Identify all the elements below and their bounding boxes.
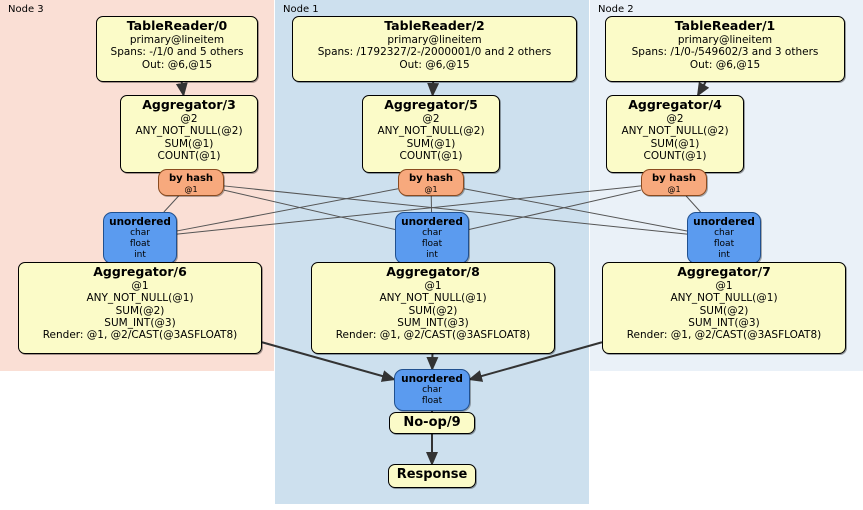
- node-title: TableReader/0: [126, 18, 228, 33]
- node-title: TableReader/1: [674, 18, 776, 33]
- node-line-2: SUM(@2): [115, 304, 165, 317]
- node-line-0: char: [714, 228, 734, 239]
- node-line-2: SUM(@1): [164, 137, 214, 150]
- panel-node3-label: Node 3: [8, 4, 44, 15]
- node-line-2: int: [718, 249, 730, 260]
- node-title: unordered: [401, 216, 463, 228]
- node-line-1: Spans: /1792327/2-/2000001/0 and 2 other…: [317, 46, 552, 59]
- node-line-4: Render: @1, @2/CAST(@3ASFLOAT8): [42, 329, 238, 342]
- node-line-2: SUM(@2): [408, 304, 458, 317]
- node-line-2: SUM(@1): [406, 137, 456, 150]
- node-title: unordered: [693, 216, 755, 228]
- node-line-2: SUM(@2): [699, 304, 749, 317]
- node-line-0: @1: [424, 184, 438, 194]
- node-byhash-center[interactable]: by hash@1: [398, 169, 464, 196]
- node-line-1: ANY_NOT_NULL(@1): [670, 292, 778, 305]
- node-line-3: SUM_INT(@3): [397, 316, 469, 329]
- node-title: Aggregator/3: [142, 97, 236, 112]
- panel-node2-label: Node 2: [598, 4, 634, 15]
- node-title: Response: [396, 467, 468, 482]
- node-line-2: int: [134, 249, 146, 260]
- node-line-3: COUNT(@1): [399, 149, 463, 162]
- node-line-1: float: [421, 395, 443, 406]
- node-line-2: SUM(@1): [650, 137, 700, 150]
- node-noop-9[interactable]: No-op/9: [389, 412, 475, 434]
- node-line-2: Out: @6,@15: [141, 58, 213, 71]
- node-line-1: ANY_NOT_NULL(@2): [135, 125, 243, 138]
- node-line-2: Out: @6,@15: [399, 58, 470, 71]
- node-title: Aggregator/6: [93, 264, 187, 279]
- node-line-0: @2: [666, 112, 684, 125]
- node-line-0: @1: [667, 184, 681, 194]
- node-title: by hash: [168, 173, 214, 184]
- node-line-0: @1: [424, 279, 442, 292]
- panel-node1-label: Node 1: [283, 4, 319, 15]
- node-line-1: float: [713, 238, 735, 249]
- node-title: Aggregator/5: [384, 97, 478, 112]
- node-line-0: char: [422, 228, 442, 239]
- node-line-0: @1: [715, 279, 733, 292]
- node-line-3: COUNT(@1): [157, 149, 221, 162]
- node-line-2: Out: @6,@15: [689, 58, 761, 71]
- node-line-3: SUM_INT(@3): [104, 316, 176, 329]
- node-title: unordered: [109, 216, 171, 228]
- node-line-1: float: [129, 238, 151, 249]
- node-line-0: primary@lineitem: [129, 33, 225, 46]
- node-line-1: ANY_NOT_NULL(@2): [621, 125, 729, 138]
- node-byhash-left[interactable]: by hash@1: [158, 169, 224, 196]
- node-title: by hash: [651, 173, 697, 184]
- node-line-1: ANY_NOT_NULL(@1): [86, 292, 194, 305]
- node-line-0: @1: [184, 184, 198, 194]
- node-byhash-right[interactable]: by hash@1: [641, 169, 707, 196]
- node-line-4: Render: @1, @2/CAST(@3ASFLOAT8): [626, 329, 822, 342]
- node-line-0: char: [130, 228, 150, 239]
- node-title: Aggregator/4: [628, 97, 722, 112]
- node-line-1: float: [421, 238, 443, 249]
- node-line-1: ANY_NOT_NULL(@1): [379, 292, 487, 305]
- node-line-0: char: [422, 385, 442, 396]
- node-response[interactable]: Response: [388, 464, 476, 488]
- node-line-0: primary@lineitem: [677, 33, 773, 46]
- node-title: Aggregator/7: [677, 264, 771, 279]
- node-line-0: primary@lineitem: [387, 33, 482, 46]
- node-line-4: Render: @1, @2/CAST(@3ASFLOAT8): [335, 329, 531, 342]
- node-line-2: int: [426, 249, 438, 260]
- node-line-1: Spans: -/1/0 and 5 others: [110, 46, 244, 59]
- node-line-1: Spans: /1/0-/549602/3 and 3 others: [631, 46, 819, 59]
- node-title: by hash: [408, 173, 454, 184]
- node-line-3: SUM_INT(@3): [688, 316, 760, 329]
- node-line-0: @2: [422, 112, 440, 125]
- node-line-1: ANY_NOT_NULL(@2): [377, 125, 485, 138]
- node-line-0: @1: [131, 279, 149, 292]
- node-title: Aggregator/8: [386, 264, 480, 279]
- node-title: unordered: [401, 373, 463, 385]
- node-title: No-op/9: [403, 415, 461, 430]
- node-line-0: @2: [180, 112, 198, 125]
- node-line-3: COUNT(@1): [643, 149, 707, 162]
- node-title: TableReader/2: [384, 18, 485, 33]
